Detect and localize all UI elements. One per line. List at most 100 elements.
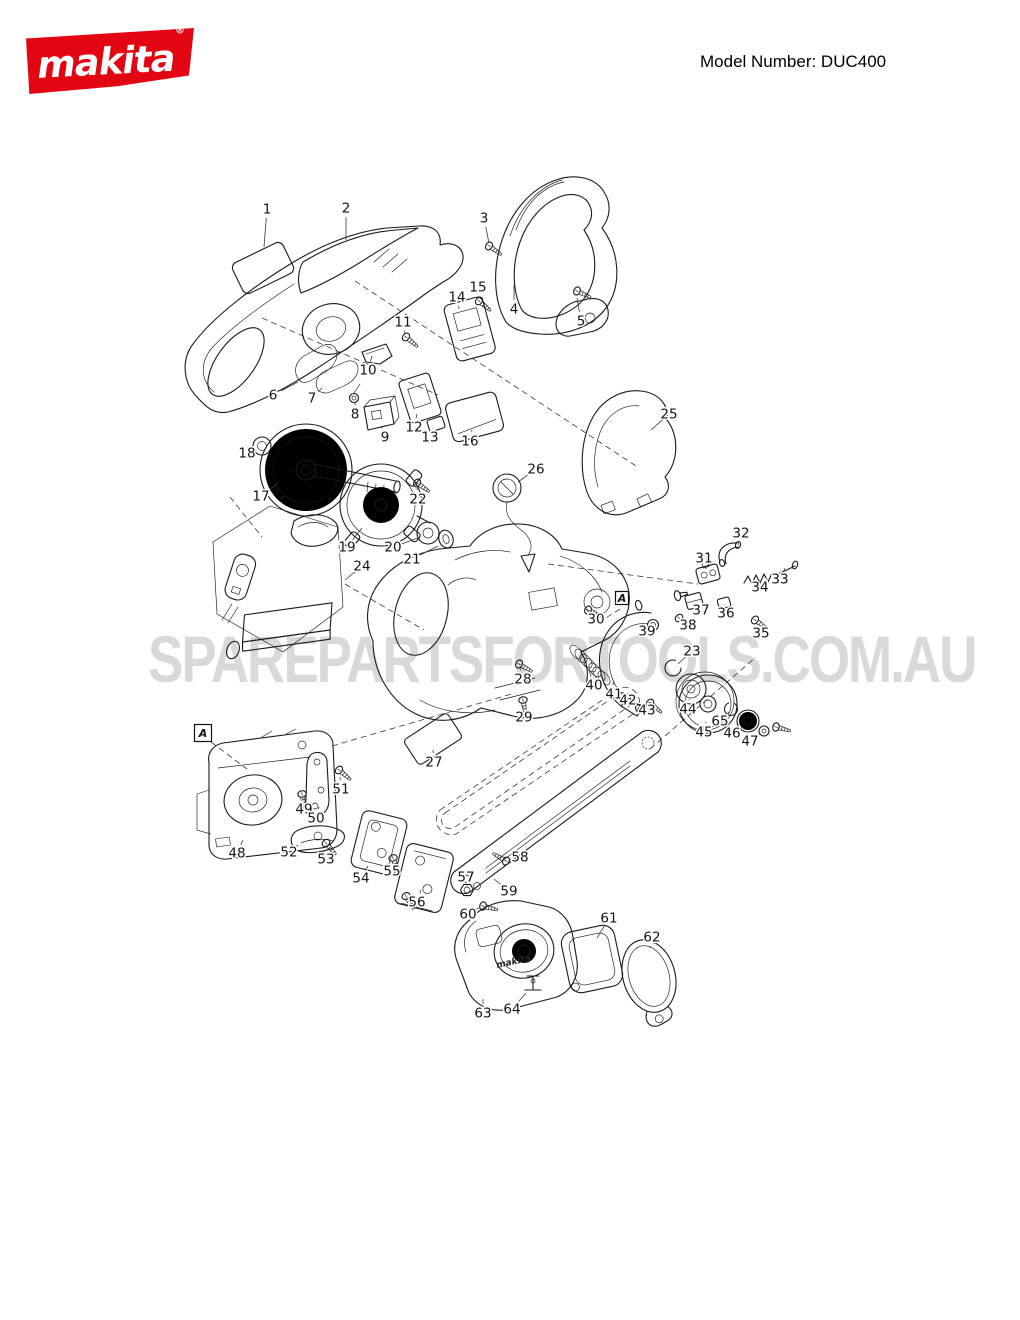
plate-13	[426, 415, 446, 433]
controller-kit-24	[212, 505, 344, 660]
leader-line-5	[576, 297, 580, 313]
part-number-48: 48	[228, 846, 245, 862]
washer-47	[758, 725, 770, 737]
leader-line-48	[240, 839, 244, 845]
leader-line-58	[508, 858, 512, 861]
leader-line-9	[380, 425, 383, 429]
bracket-16	[445, 391, 505, 443]
part-number-13: 13	[421, 430, 438, 446]
construction-lines	[210, 280, 757, 770]
leader-line-40	[588, 669, 592, 677]
part-number-50: 50	[307, 811, 324, 827]
bracket-50	[305, 751, 330, 816]
part-number-34: 34	[751, 580, 768, 596]
leader-line-65	[726, 711, 730, 715]
part-number-14: 14	[448, 290, 465, 306]
part-number-17: 17	[252, 489, 269, 505]
part-number-65: 65	[711, 714, 728, 730]
screw-icon	[490, 849, 512, 867]
part-number-3: 3	[480, 211, 489, 227]
leader-line-52	[295, 844, 299, 847]
leader-line-25	[650, 419, 663, 431]
part-number-62: 62	[643, 930, 660, 946]
housing-handle-opening	[207, 327, 265, 397]
module-12	[398, 372, 442, 424]
bracket-14	[443, 296, 496, 362]
leader-line-39	[650, 623, 653, 627]
part-number-42: 42	[619, 693, 636, 709]
leader-line-20	[401, 537, 419, 545]
part-number-30: 30	[587, 612, 604, 628]
part-number-57: 57	[457, 870, 474, 886]
part-number-35: 35	[752, 626, 769, 642]
part-number-39: 39	[638, 624, 655, 640]
part-number-33: 33	[771, 572, 788, 588]
screw-icon	[400, 331, 421, 351]
bearing-44	[675, 673, 707, 705]
leader-line-23	[677, 656, 686, 665]
kit-boundary	[212, 505, 344, 653]
pin-42	[634, 703, 644, 713]
part-number-23: 23	[683, 644, 700, 660]
part-number-12: 12	[405, 420, 422, 436]
part-number-59: 59	[500, 884, 517, 900]
spur-gear-46	[736, 709, 760, 733]
inner-plates-group	[350, 810, 454, 913]
leader-line-21	[419, 545, 439, 556]
detail-marker-label-1: A	[617, 592, 627, 605]
part-number-51: 51	[332, 782, 349, 798]
part-number-53: 53	[317, 852, 334, 868]
part-number-63: 63	[474, 1006, 491, 1022]
part-number-28: 28	[514, 672, 531, 688]
part-number-47: 47	[741, 734, 758, 750]
handle-mount-foot	[555, 297, 609, 337]
part-number-58: 58	[511, 850, 528, 866]
leader-line-46	[739, 726, 744, 730]
part-number-5: 5	[577, 314, 586, 330]
part-number-64: 64	[503, 1002, 520, 1018]
leader-line-28	[519, 667, 522, 671]
brake-band-41	[598, 611, 652, 707]
leader-line-61	[596, 925, 605, 939]
controller-module	[241, 602, 333, 652]
cap-strap	[506, 501, 532, 556]
part-number-56: 56	[408, 895, 425, 911]
stud-59	[478, 872, 499, 883]
top-cover	[298, 227, 419, 294]
washer-39	[646, 618, 660, 632]
part-number-4: 4	[510, 302, 519, 318]
part-number-7: 7	[308, 391, 317, 407]
guide-bar	[450, 729, 662, 895]
part-number-40: 40	[585, 678, 602, 694]
part-number-49: 49	[295, 802, 312, 818]
leader-line-32	[737, 541, 740, 546]
cap-61	[560, 924, 624, 994]
leader-line-30	[588, 611, 590, 613]
bearing-20	[416, 521, 440, 545]
ring-62	[621, 938, 677, 1027]
leader-line-26	[517, 473, 529, 483]
clutch-group	[675, 671, 793, 737]
bar-chain-group	[436, 686, 662, 915]
hand-guard-25	[581, 390, 677, 516]
motor-19	[339, 463, 423, 547]
plate-54	[350, 810, 408, 876]
leader-line-1	[263, 217, 267, 248]
sprocket-cover-group: makita	[454, 900, 677, 1027]
leader-line-12	[415, 413, 418, 419]
side-cover-group	[196, 728, 354, 860]
leader-line-33	[783, 567, 786, 571]
part-number-18: 18	[238, 446, 255, 462]
screw-icon	[473, 295, 494, 315]
detail-marker-box-1	[614, 590, 630, 606]
main-housing-assembly	[184, 225, 464, 414]
barrel-36	[716, 596, 732, 610]
part-number-1: 1	[263, 202, 272, 218]
motor-group	[339, 463, 454, 549]
leader-line-64	[517, 992, 527, 1003]
part-number-60: 60	[459, 907, 476, 923]
part-number-22: 22	[409, 492, 426, 508]
leader-line-3	[485, 226, 490, 244]
leader-line-24	[344, 571, 356, 581]
